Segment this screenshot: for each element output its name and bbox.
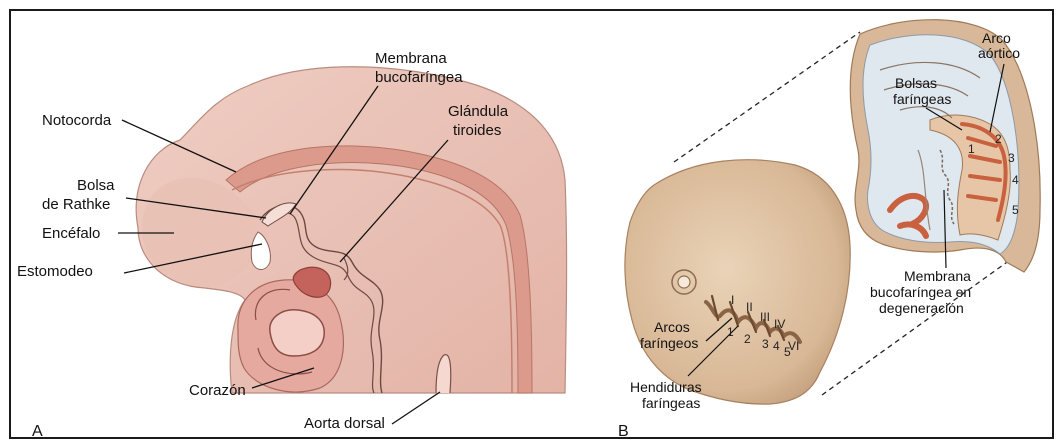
pouch-number-4: 4 bbox=[1012, 173, 1019, 187]
embryo-b-body bbox=[625, 160, 850, 404]
label-corazon: Corazón bbox=[189, 382, 246, 399]
label-membrana-b-line1: Membrana bbox=[904, 268, 971, 284]
label-hendiduras-line2: faríngeas bbox=[642, 395, 700, 411]
label-glandula-line1: Glándula bbox=[448, 103, 509, 120]
pouch-number-1: 1 bbox=[968, 142, 975, 156]
pouch-number-3: 3 bbox=[1008, 151, 1015, 165]
label-aorta: Aorta dorsal bbox=[304, 415, 385, 432]
label-bolsas-line2: faríngeas bbox=[893, 91, 951, 107]
panel-b-embryo bbox=[625, 160, 850, 404]
cleft-number-5: 5 bbox=[784, 345, 791, 359]
label-membrana-b-line2: bucofaríngea en bbox=[870, 284, 971, 300]
label-bolsa-line2: de Rathke bbox=[42, 196, 110, 213]
cleft-number-3: 3 bbox=[762, 337, 769, 351]
panel-a-tag: A bbox=[32, 423, 43, 440]
label-hendiduras-line1: Hendiduras bbox=[630, 379, 702, 395]
label-glandula-line2: tiroides bbox=[453, 122, 501, 139]
arch-numeral-3: III bbox=[760, 310, 770, 324]
arch-numeral-1: I bbox=[731, 293, 734, 307]
label-arcos-line2: faríngeos bbox=[640, 335, 698, 351]
pouch-number-5: 5 bbox=[1012, 203, 1019, 217]
panel-b-tag: B bbox=[618, 423, 629, 440]
embryo-b-otic-inner bbox=[678, 276, 690, 288]
arch-numeral-2: II bbox=[746, 300, 753, 314]
label-bolsas-line1: Bolsas bbox=[895, 75, 937, 91]
projection-top bbox=[674, 32, 860, 162]
cleft-number-1: 1 bbox=[727, 325, 734, 339]
label-bolsa-line1: Bolsa bbox=[77, 177, 115, 194]
pouch-number-2: 2 bbox=[995, 132, 1002, 146]
label-membrana-line1: Membrana bbox=[375, 50, 447, 67]
cleft-number-4: 4 bbox=[773, 339, 780, 353]
label-notocorda: Notocorda bbox=[42, 112, 112, 129]
label-membrana-b-line3: degeneración bbox=[879, 300, 964, 316]
label-arco-aortico-line2: aórtico bbox=[978, 45, 1020, 61]
arch-numeral-4: IV bbox=[774, 317, 785, 331]
label-arco-aortico-line1: Arco bbox=[982, 30, 1011, 46]
embryo-a-heart bbox=[270, 310, 324, 356]
label-encefalo: Encéfalo bbox=[42, 225, 100, 242]
label-estomodeo: Estomodeo bbox=[17, 263, 93, 280]
leader-aorta bbox=[392, 392, 440, 424]
cleft-number-2: 2 bbox=[744, 332, 751, 346]
label-membrana-line2: bucofaríngea bbox=[375, 69, 463, 86]
label-arcos-line1: Arcos bbox=[654, 319, 690, 335]
